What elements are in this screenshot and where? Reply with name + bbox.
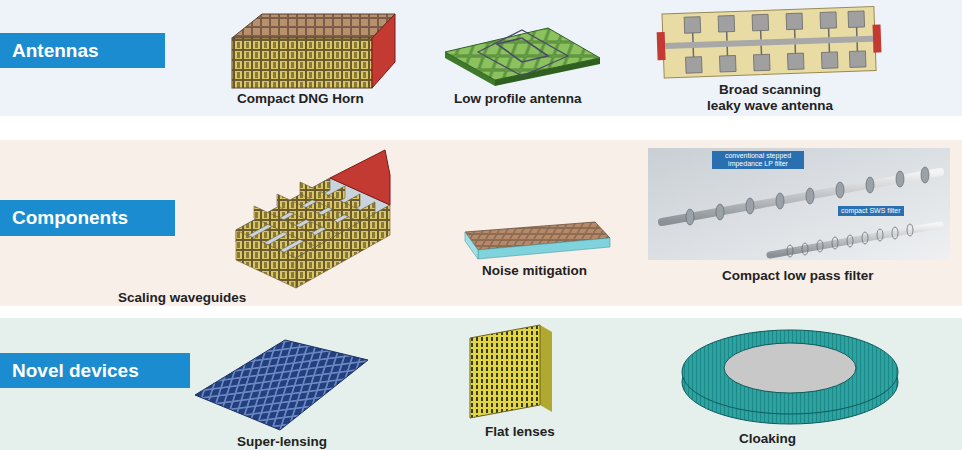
item-caption: Compact DNG Horn bbox=[237, 91, 364, 107]
item-caption: Flat lenses bbox=[485, 424, 555, 440]
section-tab: Components bbox=[0, 200, 175, 236]
item-caption: Compact low pass filter bbox=[722, 268, 874, 284]
item-caption: Super-lensing bbox=[237, 434, 327, 450]
callout-tag: compact SWS filter bbox=[838, 206, 904, 216]
item-caption: Cloaking bbox=[739, 431, 796, 447]
item-caption: Noise mitigation bbox=[482, 263, 587, 279]
item-caption: Scaling waveguides bbox=[118, 290, 246, 306]
item-caption: Broad scanning leaky wave antenna bbox=[701, 82, 839, 113]
item-caption: Low profile antenna bbox=[454, 91, 582, 107]
callout-tag: conventional stepped impedance LP filter bbox=[712, 151, 804, 169]
section-tab: Antennas bbox=[0, 33, 165, 68]
section-title: Components bbox=[12, 207, 128, 229]
section-tab: Novel devices bbox=[0, 353, 190, 388]
section-title: Novel devices bbox=[12, 360, 139, 382]
section-title: Antennas bbox=[12, 40, 99, 62]
